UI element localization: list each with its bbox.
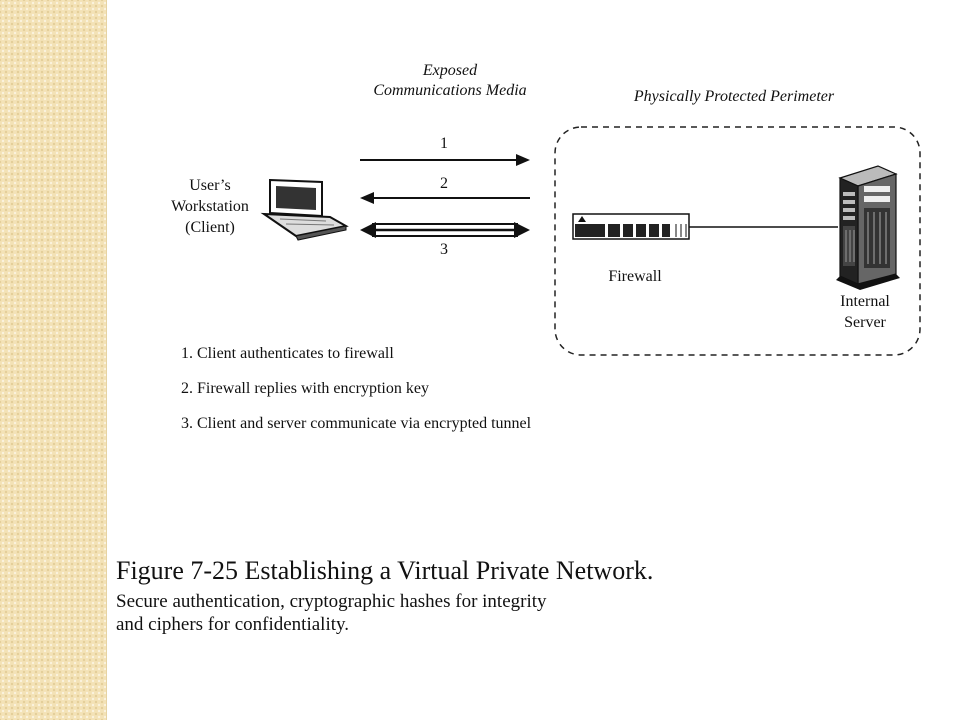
caption-line-1: Secure authentication, cryptographic has… (116, 591, 547, 612)
arrow-1 (360, 154, 530, 166)
server-label: Internal Server (820, 291, 910, 333)
server-label-line-1: Internal (840, 293, 890, 310)
client-label: User’s Workstation (Client) (150, 175, 270, 238)
firewall-icon (572, 213, 690, 240)
arrow-3-tunnel (360, 222, 530, 238)
perimeter-boundary (554, 126, 921, 356)
client-label-line-3: (Client) (185, 219, 235, 236)
arrow-2 (360, 192, 530, 204)
firewall-label: Firewall (608, 268, 662, 285)
arrow-3-label: 3 (440, 241, 448, 258)
server-label-line-2: Server (844, 314, 886, 331)
client-label-line-2: Workstation (171, 198, 249, 215)
arrow-1-label: 1 (440, 135, 448, 152)
decorative-side-strip (0, 0, 107, 720)
exposed-media-line-2: Communications Media (373, 82, 527, 99)
arrow-2-label: 2 (440, 175, 448, 192)
caption-title: Figure 7-25 Establishing a Virtual Priva… (116, 556, 654, 585)
client-label-line-1: User’s (189, 177, 231, 194)
server-icon (836, 165, 900, 290)
exposed-media-line-1: Exposed (422, 62, 478, 79)
step-1: 1. Client authenticates to firewall (181, 345, 394, 362)
laptop-icon (260, 178, 349, 241)
step-2: 2. Firewall replies with encryption key (181, 380, 429, 397)
perimeter-label: Physically Protected Perimeter (633, 88, 835, 105)
exposed-media-label: Exposed Communications Media (340, 61, 560, 101)
figure-caption: Figure 7-25 Establishing a Virtual Priva… (116, 556, 653, 636)
caption-line-2: and ciphers for confidentiality. (116, 614, 350, 635)
step-3: 3. Client and server communicate via enc… (181, 415, 532, 432)
